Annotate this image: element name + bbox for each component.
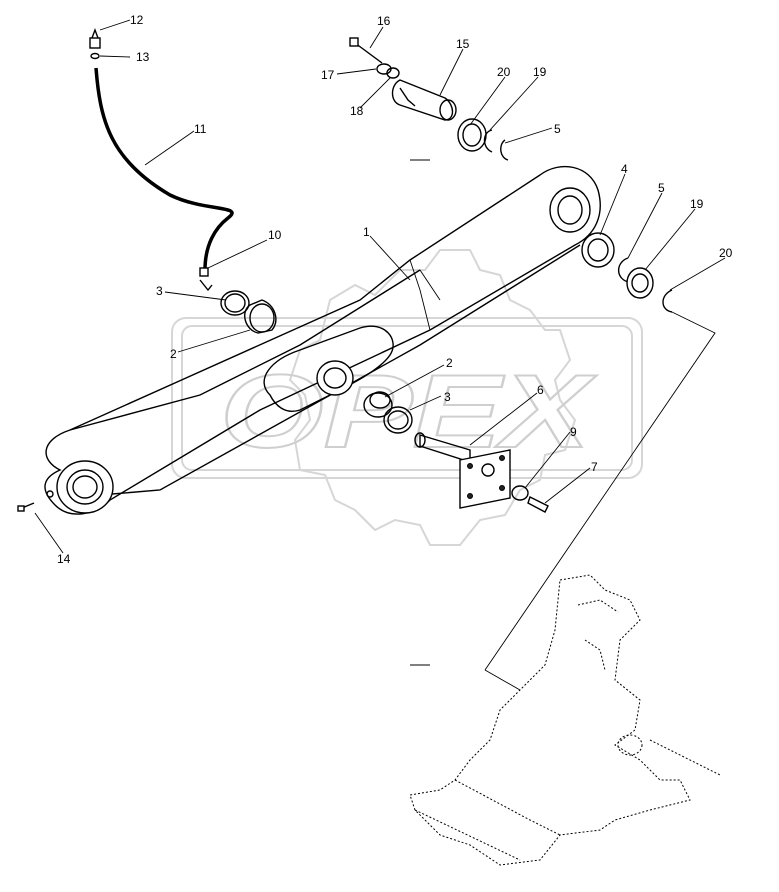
- callout-label: 1: [363, 225, 370, 239]
- rear-bushing-group: [220, 290, 277, 334]
- callouts: 1 2 2 3 3 4 5 5 6 7 9 10 11 12 13 14 15 …: [57, 13, 733, 566]
- watermark-frame-inner: [181, 325, 633, 471]
- watermark-frame: [171, 317, 643, 479]
- callout-label: 2: [170, 347, 177, 361]
- reference-lines: [410, 159, 716, 691]
- callout-label: 5: [658, 181, 665, 195]
- callout-label: 17: [321, 68, 335, 82]
- grease-nipple: [17, 502, 35, 512]
- callout-label: 20: [497, 65, 511, 79]
- grease-hose: [89, 28, 234, 292]
- callout-label: 7: [591, 460, 598, 474]
- lift-arm: [44, 165, 601, 515]
- callout-label: 15: [456, 37, 470, 51]
- watermark-gear: [288, 249, 577, 546]
- pin-plate-assembly: [414, 432, 549, 513]
- callout-label: 13: [136, 50, 150, 64]
- callout-label: 18: [350, 104, 364, 118]
- callout-label: 19: [690, 197, 704, 211]
- callout-label: 11: [194, 122, 207, 136]
- center-bushing-group: [363, 391, 413, 434]
- callout-label: 16: [377, 14, 391, 28]
- frame-bracket-ghost: [409, 574, 721, 866]
- front-bearing-group: [581, 232, 673, 313]
- leader-lines: [34, 19, 726, 554]
- callout-label: 2: [446, 356, 453, 370]
- callout-label: 6: [537, 383, 544, 397]
- callout-label: 3: [156, 284, 163, 298]
- callout-label: 20: [719, 246, 733, 260]
- callout-label: 12: [130, 13, 144, 27]
- callout-label: 14: [57, 552, 71, 566]
- callout-label: 19: [533, 65, 547, 79]
- callout-label: 10: [268, 228, 282, 242]
- top-pin-group: [349, 37, 509, 161]
- callout-label: 9: [570, 425, 577, 439]
- callout-label: 3: [444, 390, 451, 404]
- callout-label: 5: [554, 122, 561, 136]
- watermark: OPEX: [171, 249, 643, 546]
- callout-label: 4: [621, 162, 628, 176]
